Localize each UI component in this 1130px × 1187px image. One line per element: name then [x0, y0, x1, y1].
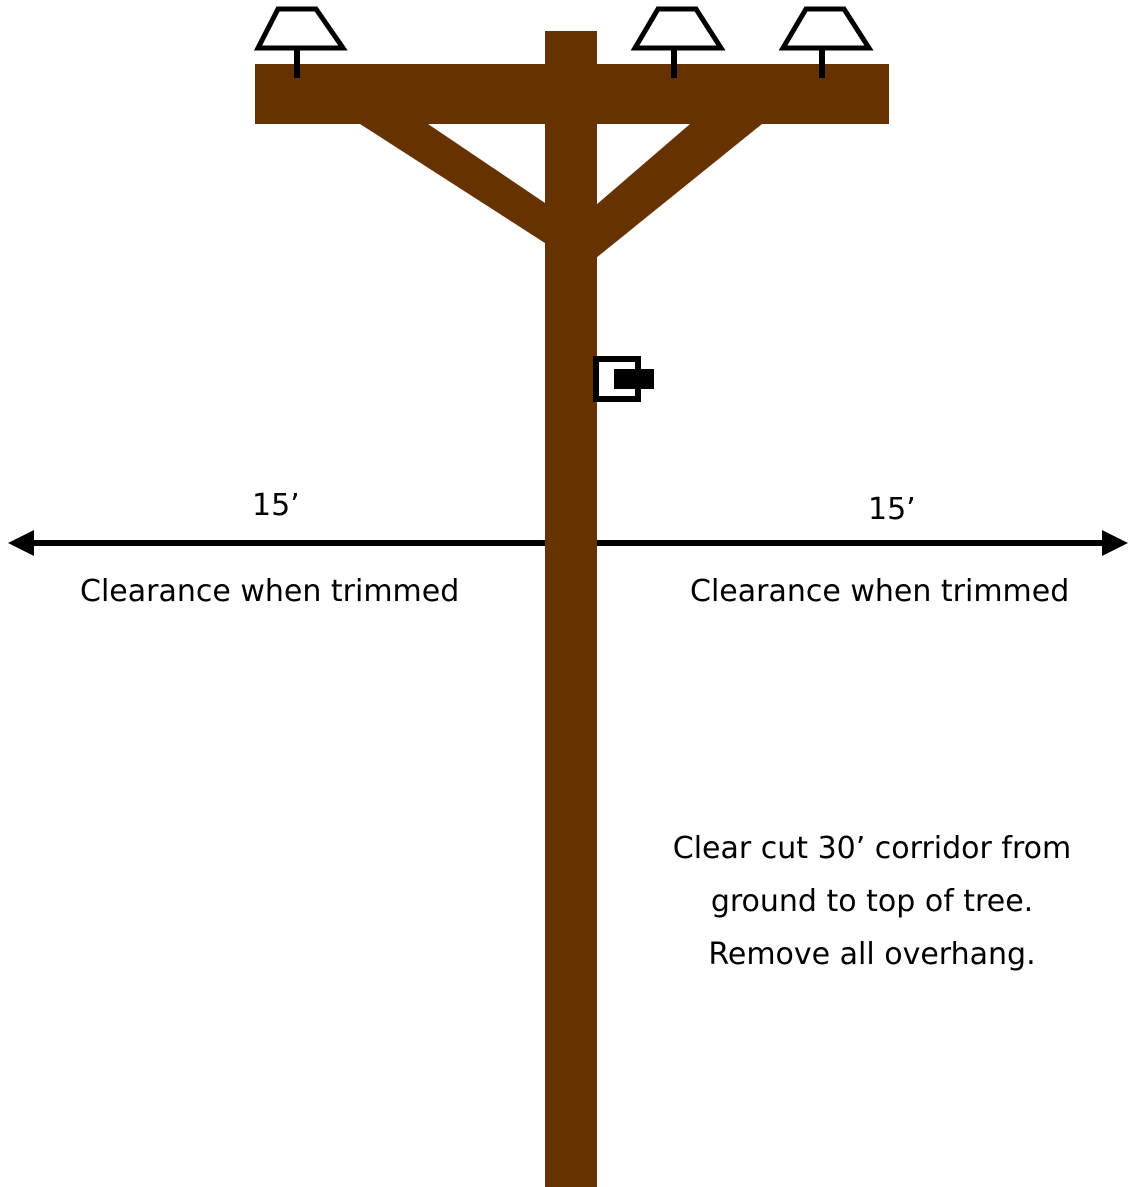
dimension-label-left: 15’: [252, 488, 300, 524]
brace-left: [360, 124, 548, 245]
meter-box-icon: [596, 359, 654, 399]
arrowhead-left-icon: [8, 530, 34, 556]
brace-right: [596, 124, 762, 258]
clearance-label-left: Clearance when trimmed: [80, 574, 459, 610]
pole: [545, 31, 597, 1187]
corridor-note-line1: Clear cut 30’ corridor from: [640, 822, 1104, 875]
corridor-note-line2: ground to top of tree.: [640, 875, 1104, 928]
arrowhead-right-icon: [1102, 530, 1128, 556]
corridor-note: Clear cut 30’ corridor from ground to to…: [640, 822, 1104, 981]
dimension-label-right: 15’: [868, 492, 916, 528]
clearance-label-right: Clearance when trimmed: [690, 574, 1069, 610]
corridor-note-line3: Remove all overhang.: [640, 928, 1104, 981]
